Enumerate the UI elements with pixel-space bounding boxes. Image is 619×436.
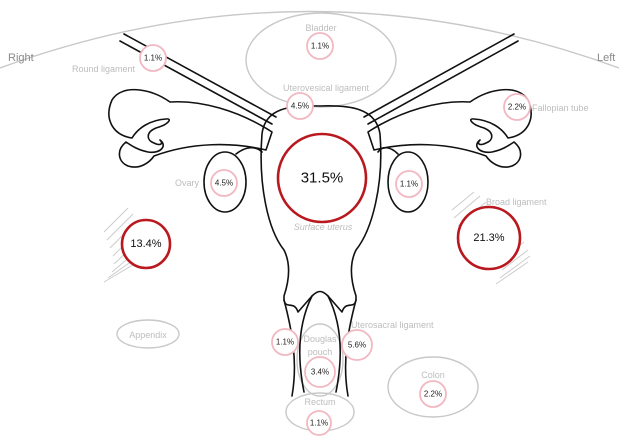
marker-ovary-left: 1.1% [396, 171, 422, 197]
marker-surface-uterus: 31.5% [278, 134, 366, 222]
label-ovary: Ovary [175, 178, 200, 188]
label-appendix: Appendix [129, 330, 167, 340]
ovary-right-ligament [236, 148, 262, 154]
marker-douglas-center: 3.4% [305, 357, 335, 387]
side-label-left: Left [597, 52, 615, 64]
label-uterosacral-ligament: Uterosacral ligament [351, 320, 434, 330]
label-rectum: Rectum [304, 397, 335, 407]
label-colon: Colon [421, 370, 445, 380]
value-uterovesical: 4.5% [291, 102, 309, 111]
label-surface-uterus: Surface uterus [294, 222, 353, 232]
value-fallopian-tube: 2.2% [508, 103, 526, 112]
value-ovary-left: 1.1% [400, 180, 418, 189]
marker-round-ligament: 1.1% [140, 45, 166, 71]
value-rectum: 1.1% [310, 419, 328, 428]
value-uterosacral: 5.6% [348, 341, 366, 350]
value-broad-ligament-left: 21.3% [473, 232, 504, 244]
label-round-ligament: Round ligament [72, 64, 136, 74]
marker-bladder: 1.1% [307, 33, 333, 59]
marker-broad-ligament-right: 13.4% [122, 220, 170, 268]
marker-ovary-right: 4.5% [211, 170, 237, 196]
side-label-right: Right [8, 52, 34, 64]
marker-uterosacral: 5.6% [342, 330, 372, 360]
label-uterovesical-ligament: Uterovesical ligament [283, 83, 370, 93]
value-surface-uterus: 31.5% [301, 170, 344, 187]
value-broad-ligament-right: 13.4% [130, 238, 161, 250]
value-bladder: 1.1% [311, 42, 329, 51]
label-fallopian-tube: Fallopian tube [532, 103, 589, 113]
value-ovary-right: 4.5% [215, 179, 233, 188]
value-round-ligament: 1.1% [144, 54, 162, 63]
marker-colon: 2.2% [420, 381, 446, 407]
value-douglas-left: 1.1% [276, 338, 294, 347]
marker-uterovesical: 4.5% [287, 93, 313, 119]
marker-fallopian-tube: 2.2% [504, 94, 530, 120]
value-colon: 2.2% [424, 390, 442, 399]
label-bladder: Bladder [305, 23, 336, 33]
marker-rectum: 1.1% [307, 411, 331, 435]
marker-douglas-left: 1.1% [272, 329, 298, 355]
label-douglas-pouch-1: Douglas [303, 334, 337, 344]
label-broad-ligament: Broad ligament [486, 197, 547, 207]
label-douglas-pouch-2: pouch [308, 347, 333, 357]
round-ligament-left [364, 34, 518, 124]
marker-broad-ligament-left: 21.3% [458, 207, 520, 269]
value-douglas-center: 3.4% [311, 368, 329, 377]
